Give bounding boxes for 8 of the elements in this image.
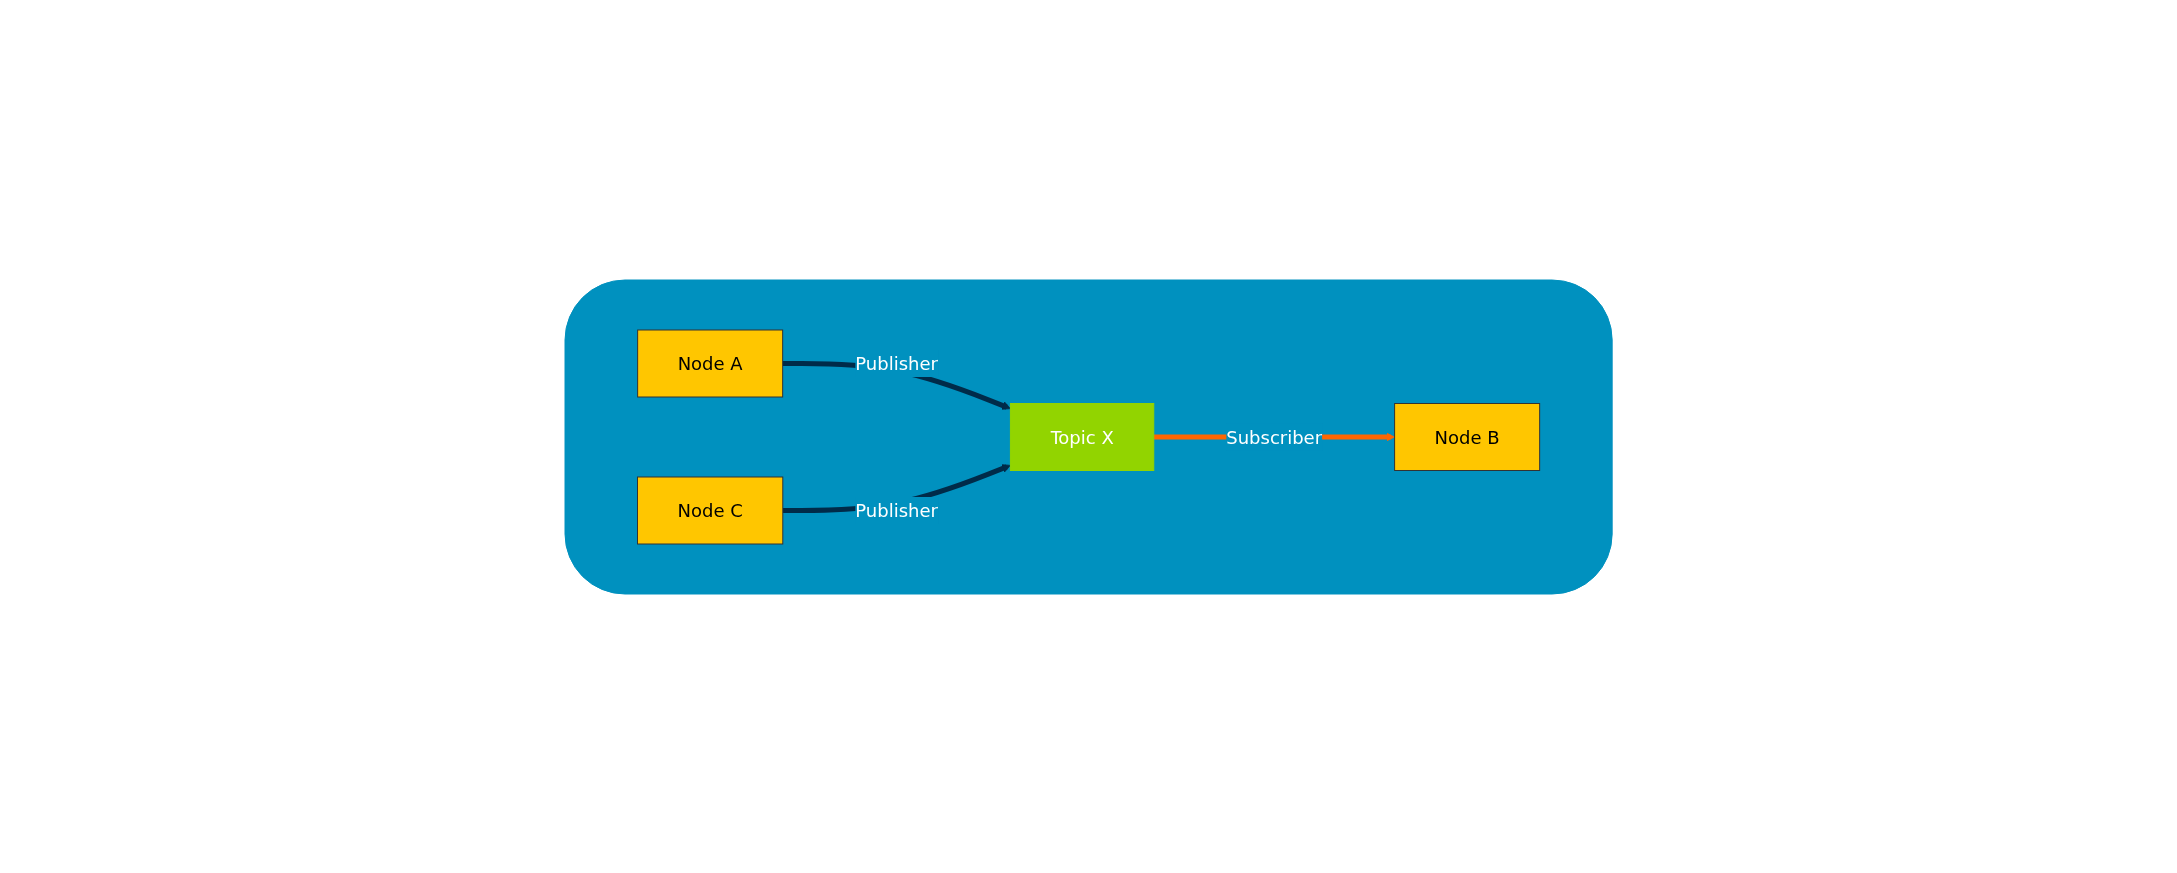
cluster bbox=[564, 279, 1613, 594]
node-box: Node B bbox=[1394, 402, 1541, 471]
node-box: Node C bbox=[636, 476, 784, 544]
edge-label: Publisher bbox=[855, 352, 938, 374]
edge-label: Subscriber bbox=[1226, 426, 1323, 447]
node-box: Topic X bbox=[1009, 402, 1155, 471]
edge-label: Publisher bbox=[855, 499, 938, 521]
node-box: Node A bbox=[637, 329, 784, 397]
